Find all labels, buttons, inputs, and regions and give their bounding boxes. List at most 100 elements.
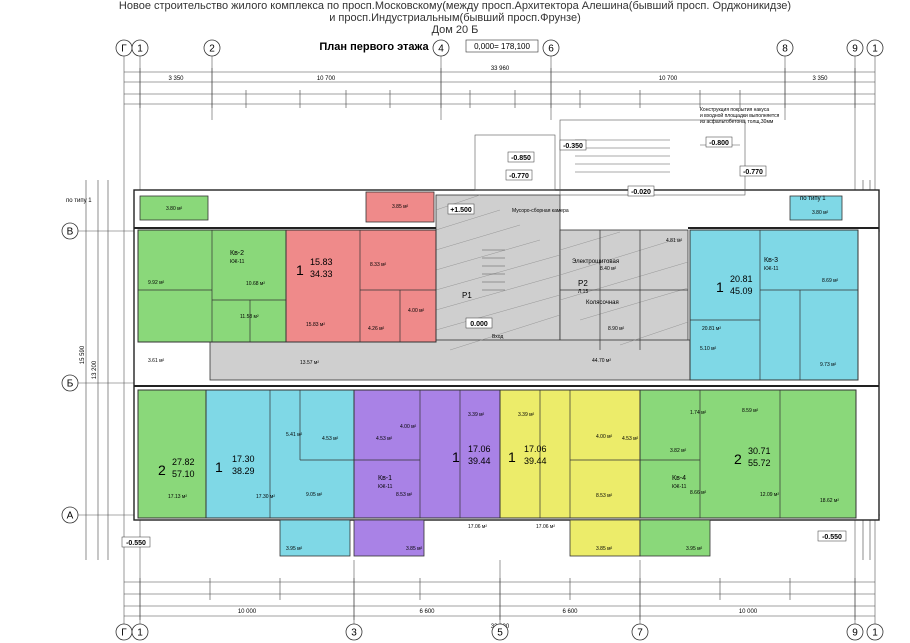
apt-kv4-code: Кв-4 (672, 475, 686, 482)
apt-green-bl-rooms: 2 (158, 462, 166, 478)
bottom-dimension-texts: 10 000 6 600 6 600 10 000 (238, 609, 758, 615)
room-area-ra42: 3.95 м² (286, 546, 303, 552)
room-area-ra35: 17.06 м² (536, 524, 555, 530)
apartment-red (285, 229, 437, 343)
axis-bubble-1-top (131, 39, 149, 57)
room-area-ra23: 4.53 м² (322, 436, 339, 442)
apt-red-living: 15.83 (310, 257, 333, 267)
canopy-note: Конструкция покрытия накуса и входной пл… (700, 107, 780, 125)
axis-bubble-a (61, 506, 79, 524)
axis-bubble-7-bot (631, 623, 649, 641)
apartment-kv4 (639, 389, 857, 519)
top-dimension-texts: 3 350 10 700 10 700 3 350 (168, 76, 828, 82)
axis-bubble-1b-top (866, 39, 884, 57)
left-overall-height: 15 590 (80, 345, 86, 364)
apt-yellow-rooms: 1 (508, 449, 516, 465)
axis-label-3-bot: 3 (351, 628, 357, 639)
axis-label-5-bot: 5 (497, 628, 503, 639)
room-area-ra4: 9.92 м² (148, 280, 165, 286)
top-dim-4: 3 350 (812, 76, 828, 82)
room-area-ra38: 3.82 м² (670, 448, 687, 454)
room-area-ra44: 3.85 м² (596, 546, 613, 552)
stairwell-area (435, 194, 561, 356)
apt-yellow-living: 17.06 (524, 444, 547, 454)
zero-mark: 0,000= 178,100 (474, 42, 530, 51)
level-1: -0.850 (511, 155, 531, 162)
axis-label-b: Б (67, 379, 74, 390)
apartment-labels: Кв-2 КЖ-11 1 15.83 34.33 Кв-3 КЖ-11 1 20… (158, 250, 779, 490)
axis-label-v: В (67, 227, 74, 238)
musoro-label: Мусоро-сборная камера (512, 208, 569, 214)
apt-green-bl-living: 27.82 (172, 457, 195, 467)
axis-label-1b-top: 1 (872, 44, 878, 55)
apt-kv4-rooms: 2 (734, 451, 742, 467)
axis-bubble-5-bot (491, 623, 509, 641)
room-area-ra3: 3.80 м² (812, 210, 829, 216)
apt-kv4-type: КЖ-11 (672, 484, 687, 490)
room-area-ra26: 9.05 м² (306, 492, 323, 498)
header-line-2: и просп.Индустриальным(бывший просп.Фрун… (329, 12, 581, 24)
level-7: +1.500 (450, 207, 472, 214)
apt-purple-type: КЖ-11 (378, 484, 393, 490)
room-area-ra19: 9.73 м² (820, 362, 837, 368)
level-9: -0.550 (126, 540, 146, 547)
axis-label-9-top: 9 (852, 44, 858, 55)
room-area-ra22: 5.41 м² (286, 432, 303, 438)
room-area-ra9: 15.83 м² (306, 322, 325, 328)
room-area-ra25: 17.30 м² (256, 494, 275, 500)
note-line-1: Конструкция покрытия накуса (700, 107, 769, 113)
top-dim-2: 10 700 (317, 76, 336, 82)
apt-yellow-total: 39.44 (524, 456, 547, 466)
axis-label-7-bot: 7 (637, 628, 643, 639)
apt-kv3-total: 45.09 (730, 286, 753, 296)
elektro-label: Электрощитовая (572, 259, 619, 265)
level-6: -0.770 (743, 169, 763, 176)
bottom-dim-2: 6 600 (419, 609, 435, 615)
axis-bubble-1b-bot (866, 623, 884, 641)
stair-treads (482, 139, 670, 291)
room-area-ra27: 8.53 м² (396, 492, 413, 498)
room-area-ra13: 8.40 м² (600, 266, 617, 272)
side-axis-markers: ВБА (61, 222, 79, 524)
room-area-ra7: 13.57 м² (300, 360, 319, 366)
apartment-green-bl (137, 389, 207, 519)
bottom-dim-4: 10 000 (739, 609, 758, 615)
apt-cyan-bl-living: 17.30 (232, 454, 255, 464)
drawing-header: Новое строительство жилого комплекса по … (0, 0, 910, 36)
room-area-ra20: 8.69 м² (822, 278, 839, 284)
apt-kv2-type: КЖ-11 (230, 259, 245, 265)
level-5: -0.020 (631, 189, 651, 196)
room-area-ra14: 8.90 м² (608, 326, 625, 332)
axis-label-2-top: 2 (209, 44, 215, 55)
po-tipu-left: по типу 1 (66, 198, 92, 204)
apartments (137, 229, 859, 519)
main-walls (134, 227, 879, 387)
axis-bubble-6-top (542, 39, 560, 57)
apt-kv3-living: 20.81 (730, 274, 753, 284)
overall-width-top: 33 960 (491, 66, 510, 72)
room-area-ra34: 17.06 м² (468, 524, 487, 530)
left-sub-height: 13 200 (92, 360, 98, 379)
room-area-ra2: 3.85 м² (392, 204, 409, 210)
apartment-purple (353, 389, 501, 519)
apt-purple-total: 39.44 (468, 456, 491, 466)
plan-title: План первого этажа (319, 41, 429, 53)
po-tipu-right: по типу 1 (800, 196, 826, 202)
room-area-ra30: 4.00 м² (400, 424, 417, 430)
room-area-ra15: 44.70 м² (592, 358, 611, 364)
balconies (139, 191, 843, 557)
kolyasochnaya-label: Колясочная (586, 300, 619, 306)
axis-label-1b-bot: 1 (872, 628, 878, 639)
p2-label: Р2 (578, 279, 588, 288)
room-area-ra36: 1.74 м² (690, 410, 707, 416)
axis-bubble-9-bot (846, 623, 864, 641)
room-area-ra40: 12.09 м² (760, 492, 779, 498)
room-area-ra31: 4.00 м² (596, 434, 613, 440)
balcony-3 (789, 195, 843, 221)
axis-label-1-bot: 1 (137, 628, 143, 639)
axis-bubble-9-top (846, 39, 864, 57)
